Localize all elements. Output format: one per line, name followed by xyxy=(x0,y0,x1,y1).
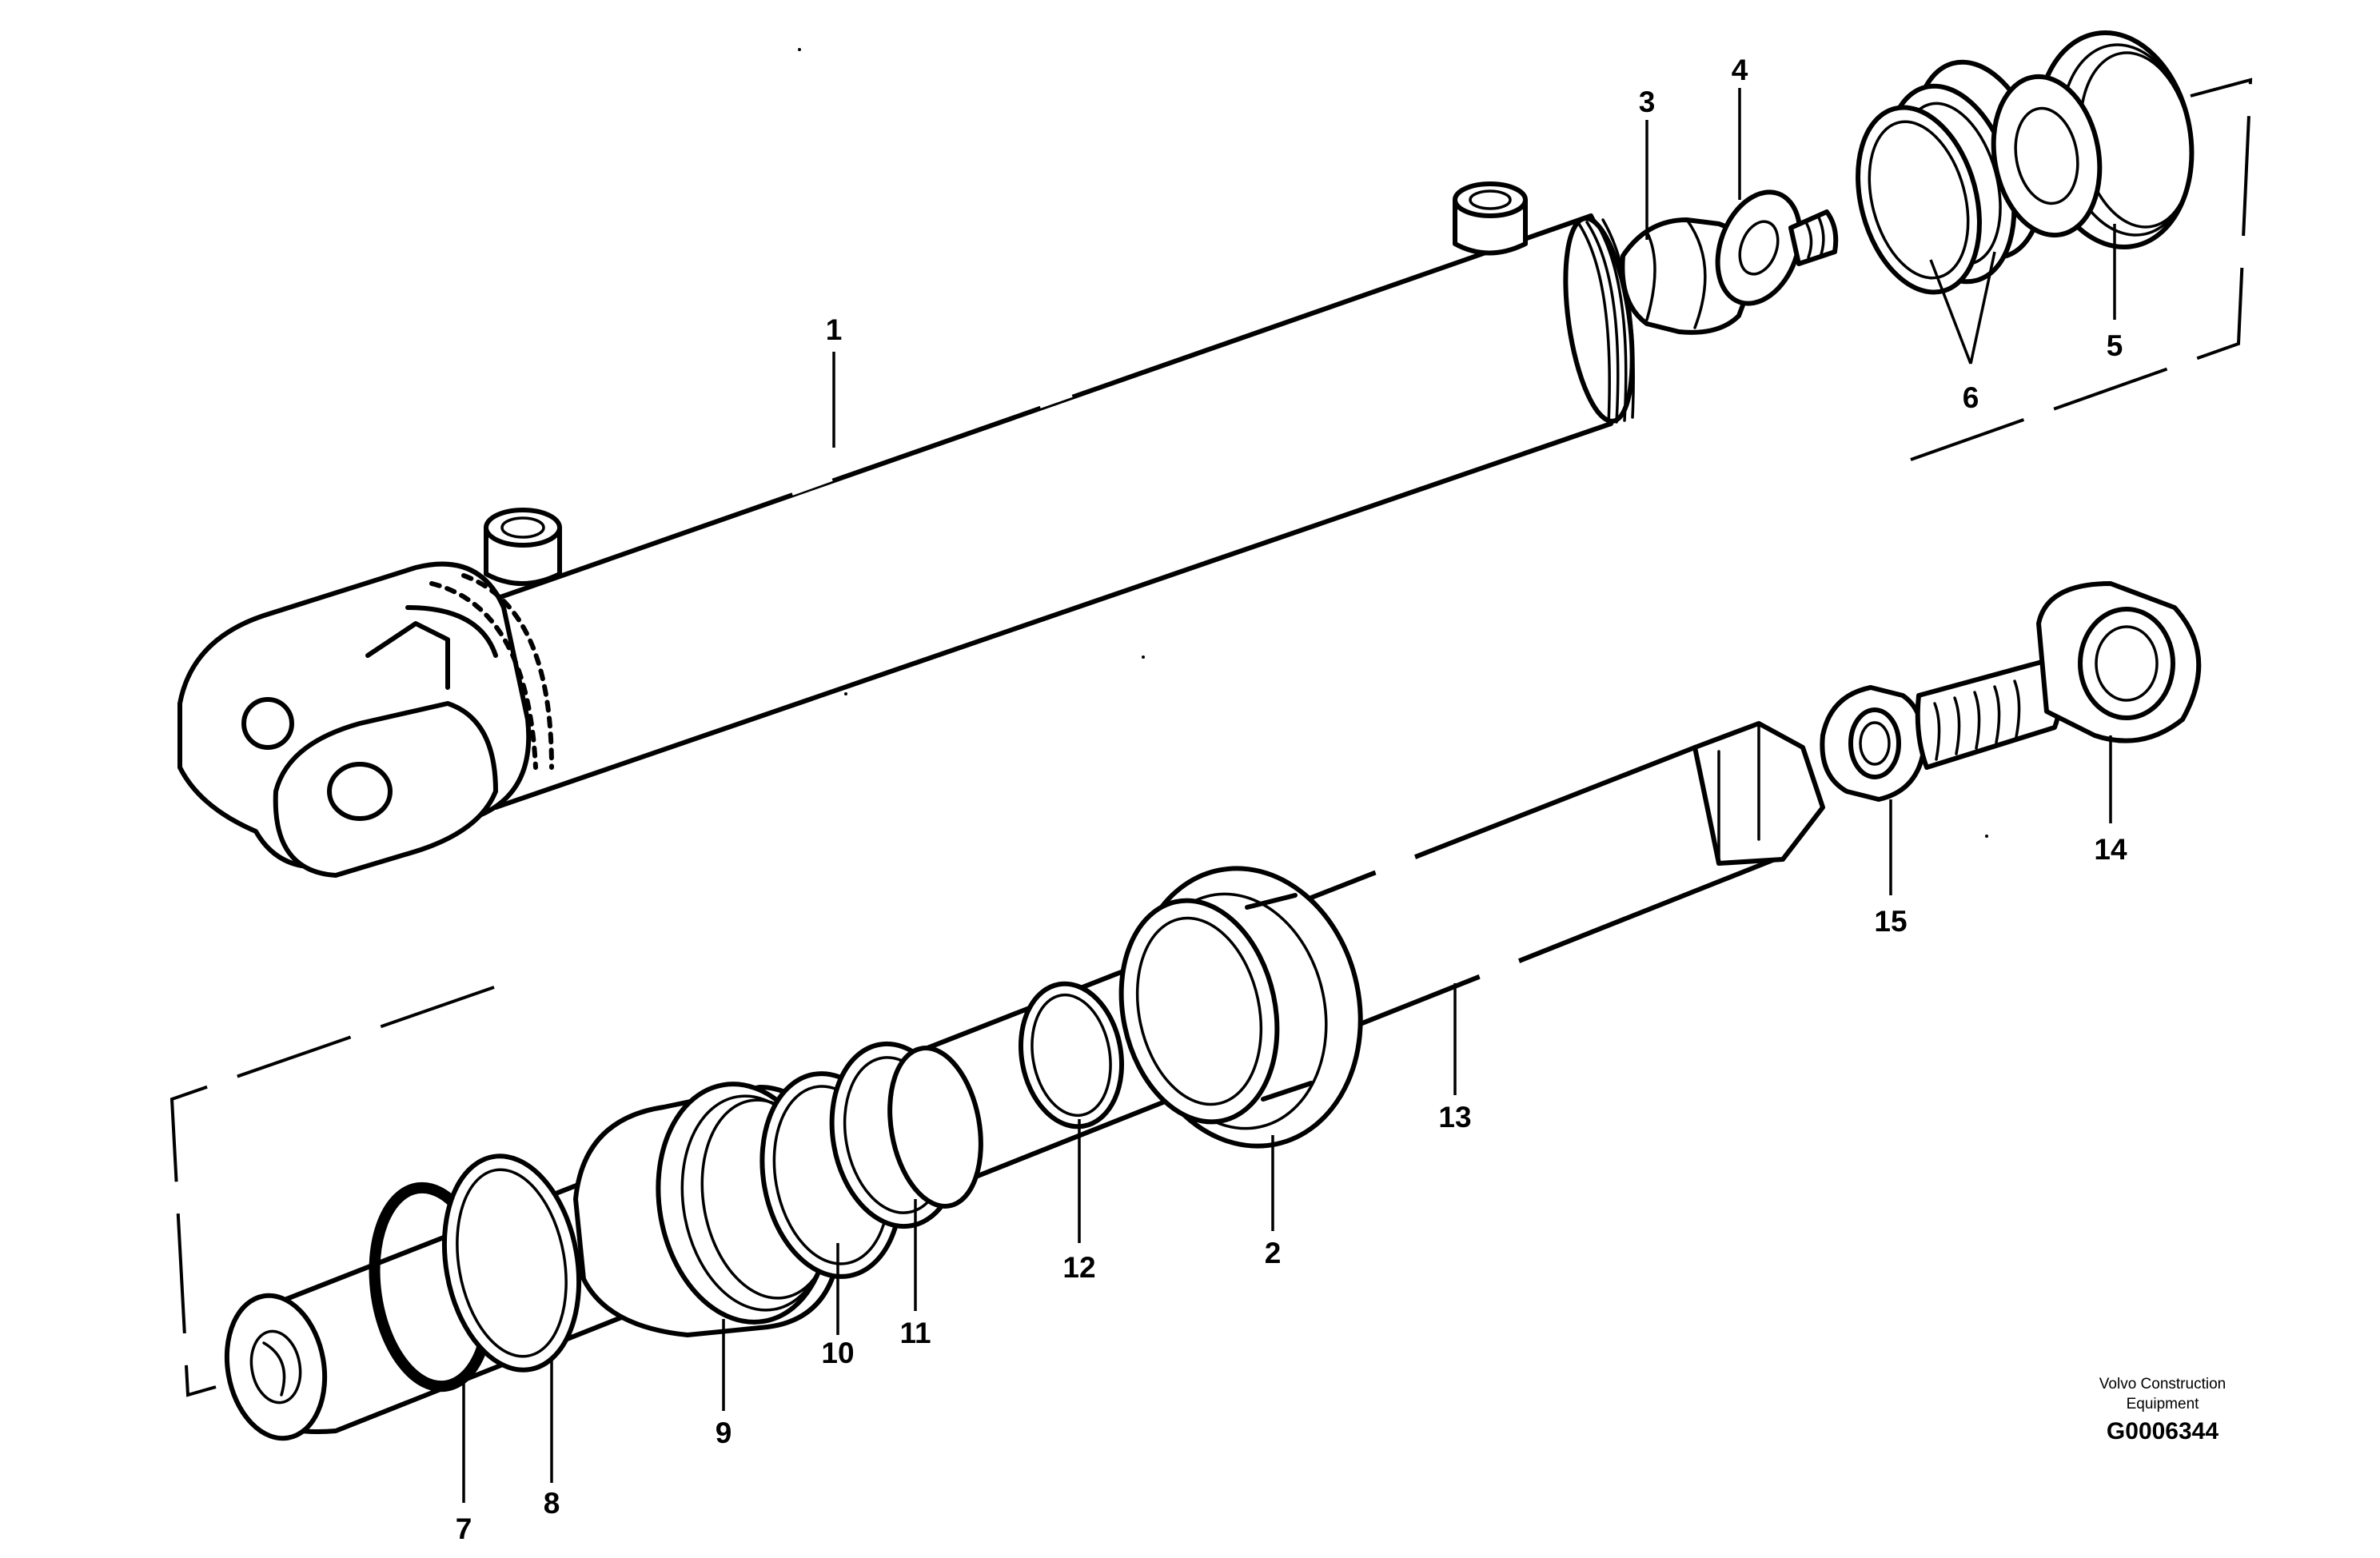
drawing-footer: Volvo Construction Equipment G0006344 xyxy=(2099,1376,2226,1444)
drawing-code: G0006344 xyxy=(2107,1418,2219,1444)
callout-labels: 1 2 3 4 5 6 7 8 9 10 11 12 13 14 15 xyxy=(456,54,2127,1545)
port-front xyxy=(1453,181,1528,256)
callout-12: 12 xyxy=(1062,1251,1095,1284)
callout-2: 2 xyxy=(1265,1237,1282,1269)
port-rear xyxy=(484,508,562,586)
callout-14: 14 xyxy=(2094,833,2127,866)
part-8-backup-ring xyxy=(441,1154,582,1373)
company-name-line2: Equipment xyxy=(2127,1396,2200,1413)
company-name-line1: Volvo Construction xyxy=(2099,1376,2226,1393)
part-1-cylinder-tube xyxy=(177,181,1635,878)
callout-3: 3 xyxy=(1639,86,1656,118)
callout-13: 13 xyxy=(1438,1101,1471,1134)
callout-15: 15 xyxy=(1874,905,1907,938)
part-5-gland-nut xyxy=(1991,30,2195,249)
callout-8: 8 xyxy=(544,1487,560,1520)
part-15-hex-nut xyxy=(1820,685,1926,802)
rod-piston-end xyxy=(224,1293,328,1441)
callout-11: 11 xyxy=(899,1317,931,1349)
tube-thread xyxy=(1563,216,1635,425)
callout-9: 9 xyxy=(716,1417,732,1449)
part-4-washer xyxy=(1715,189,1839,306)
part-14-rod-end-eye xyxy=(1915,581,2202,770)
clevis-mount xyxy=(177,561,532,878)
part-11-seal-ring xyxy=(829,1041,983,1229)
part-12-wiper-ring xyxy=(1018,981,1125,1130)
leader-lines xyxy=(462,88,2116,1503)
group-bracket-top xyxy=(1910,78,2253,461)
part-2-guide-gland xyxy=(1118,866,1363,1149)
callout-7: 7 xyxy=(456,1512,472,1545)
callout-6: 6 xyxy=(1963,381,1979,414)
callout-5: 5 xyxy=(2107,329,2123,362)
callout-10: 10 xyxy=(821,1337,854,1369)
group-bracket-bottom xyxy=(169,986,495,1397)
callout-4: 4 xyxy=(1732,54,1748,86)
callout-1: 1 xyxy=(826,313,843,346)
